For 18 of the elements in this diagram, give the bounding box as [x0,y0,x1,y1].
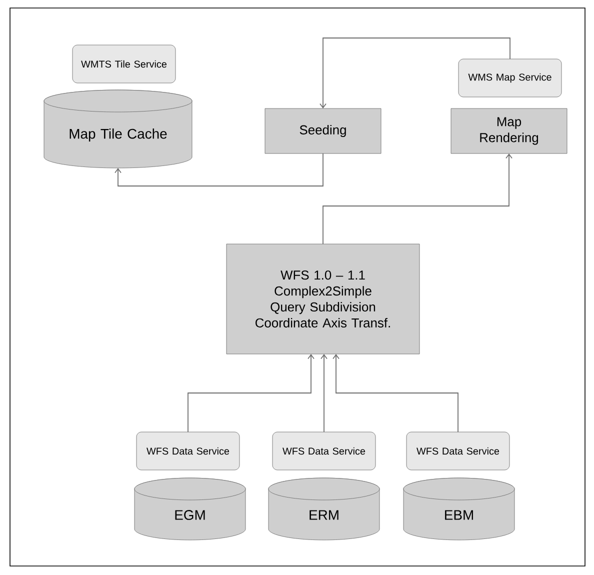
arrow [320,38,510,108]
service-tag: WFS Data Service [272,432,376,470]
arrow [322,154,512,244]
process-box: Map Rendering [450,108,568,154]
arrow [188,354,314,432]
service-tag: WMS Map Service [458,58,562,98]
process-box: WFS 1.0 – 1.1 Complex2Simple Query Subdivision Coordinate Axis Transf. [226,244,420,354]
service-tag: WFS Data Service [136,432,240,470]
arrow [320,354,328,432]
database-cylinder: EBM [403,478,515,540]
process-box: Seeding [264,108,382,154]
database-cylinder: EGM [134,478,246,540]
database-cylinder: Map Tile Cache [44,90,192,168]
database-cylinder: ERM [268,478,380,540]
service-tag: WFS Data Service [406,432,510,470]
service-tag: WMTS Tile Service [72,44,176,84]
arrow [114,153,324,186]
arrow [332,354,458,432]
